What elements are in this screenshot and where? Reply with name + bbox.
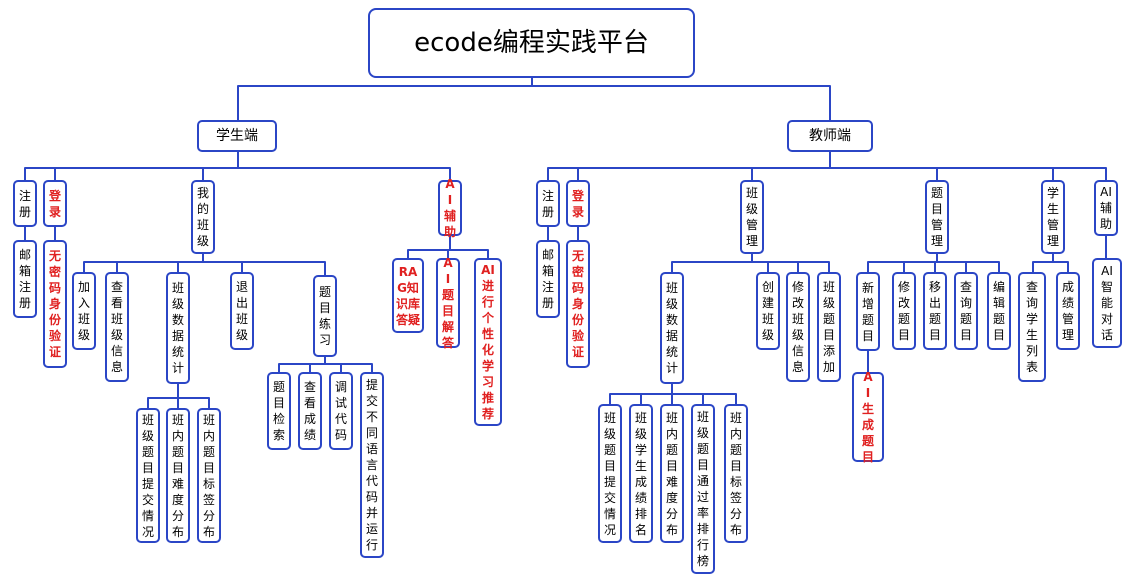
student-passwordless-node: 无密码身份验证	[43, 240, 67, 368]
teacher-edit-class-info-node: 修改班级信息	[786, 272, 810, 382]
teacher-grade-mgmt-node: 成绩管理	[1056, 272, 1080, 350]
student-stats-tags-node: 班内题目标签分布	[197, 408, 221, 543]
teacher-query-students-node: 查询学生列表	[1018, 272, 1046, 382]
root-node: ecode编程实践平台	[368, 8, 695, 78]
student-ai-assist-node: AI辅助	[438, 177, 462, 239]
teacher-remove-problem-node: 移出题目	[923, 272, 947, 350]
student-debug-code-node: 调试代码	[329, 372, 353, 450]
student-ai-answer-node: AI题目解答	[436, 256, 460, 350]
teacher-stats-difficulty-node: 班内题目难度分布	[660, 404, 684, 543]
student-quit-class-node: 退出班级	[230, 272, 254, 350]
student-view-class-info-node: 查看班级信息	[105, 272, 129, 382]
teacher-compose-problem-node: 编辑题目	[987, 272, 1011, 350]
teacher-login-node: 登录	[566, 180, 590, 227]
student-join-class-node: 加入班级	[72, 272, 96, 350]
teacher-create-class-node: 创建班级	[756, 272, 780, 350]
teacher-stats-tags-node: 班内题目标签分布	[724, 404, 748, 543]
student-view-score-node: 查看成绩	[298, 372, 322, 450]
teacher-side-node: 教师端	[787, 120, 873, 152]
teacher-new-problem-node: 新增题目	[856, 272, 880, 351]
student-ai-recommend-node: AI进行个性化学习推荐	[474, 258, 502, 426]
student-login-node: 登录	[43, 180, 67, 227]
teacher-problem-mgmt-node: 题目管理	[925, 180, 949, 254]
teacher-ai-generate-node: AI生成题目	[852, 370, 884, 464]
teacher-class-mgmt-node: 班级管理	[740, 180, 764, 254]
teacher-register-node: 注册	[536, 180, 560, 227]
student-side-node: 学生端	[197, 120, 277, 152]
teacher-student-mgmt-node: 学生管理	[1041, 180, 1065, 254]
student-stats-submit-node: 班级题目提交情况	[136, 408, 160, 543]
student-register-node: 注册	[13, 180, 37, 227]
teacher-query-problem-node: 查询题目	[954, 272, 978, 350]
student-class-stats-node: 班级数据统计	[166, 272, 190, 384]
teacher-class-stats-node: 班级数据统计	[660, 272, 684, 384]
student-email-register-node: 邮箱注册	[13, 240, 37, 318]
teacher-passwordless-node: 无密码身份验证	[566, 240, 590, 368]
teacher-stats-submit-node: 班级题目提交情况	[598, 404, 622, 543]
teacher-email-register-node: 邮箱注册	[536, 240, 560, 318]
teacher-add-class-problem-node: 班级题目添加	[817, 272, 841, 382]
teacher-ai-chat-node: AI智能对话	[1092, 258, 1122, 348]
student-practice-node: 题目练习	[313, 275, 337, 357]
student-my-class-node: 我的班级	[191, 180, 215, 254]
teacher-stats-rank-node: 班级学生成绩排名	[629, 404, 653, 543]
student-submit-multi-lang-node: 提交不同语言代码并运行	[360, 372, 384, 558]
teacher-ai-assist-node: AI辅助	[1094, 180, 1118, 236]
student-rag-node: RAG知识库答疑	[392, 258, 424, 333]
student-search-node: 题目检索	[267, 372, 291, 450]
teacher-stats-pass-rank-node: 班级题目通过率排行榜	[691, 404, 715, 574]
student-stats-difficulty-node: 班内题目难度分布	[166, 408, 190, 543]
teacher-edit-problem-node: 修改题目	[892, 272, 916, 350]
